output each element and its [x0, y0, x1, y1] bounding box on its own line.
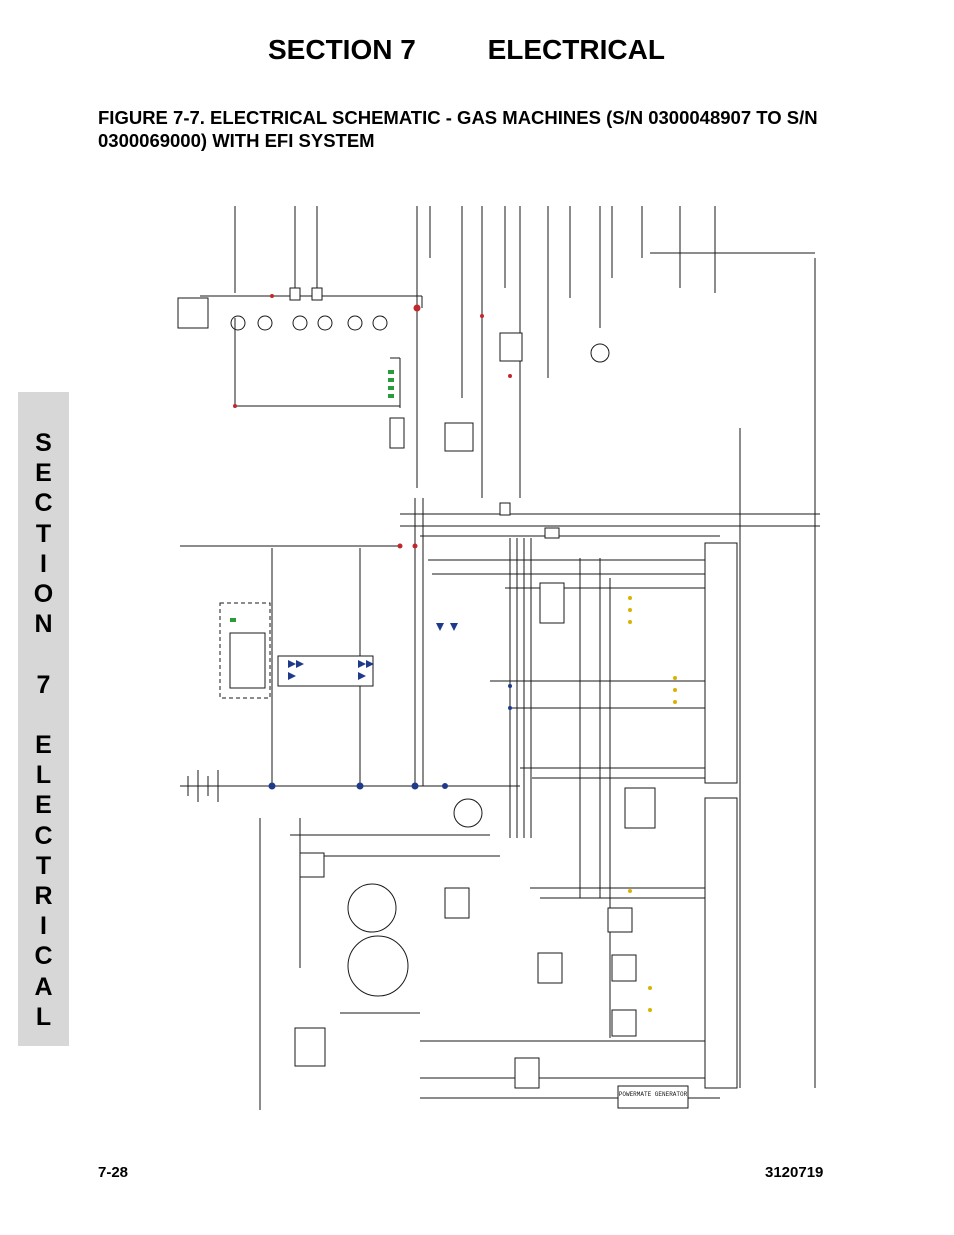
- side-tab-letter: L: [35, 761, 52, 790]
- figure-title: FIGURE 7-7. ELECTRICAL SCHEMATIC - GAS M…: [98, 107, 818, 151]
- side-tab-letter: E: [35, 459, 52, 488]
- document-number: 3120719: [765, 1164, 824, 1181]
- section-title: ELECTRICAL: [487, 34, 665, 65]
- side-tab-letter: N: [34, 610, 53, 639]
- side-tab-letter: E: [35, 731, 52, 759]
- side-tab-letter: T: [35, 851, 52, 880]
- side-tab-letter: C: [34, 489, 53, 518]
- section-number: SECTION 7: [268, 34, 416, 65]
- side-tab-letter: L: [35, 1002, 52, 1031]
- side-tab-letter: O: [33, 580, 54, 609]
- electrical-schematic: POWERMATE GENERATOR: [177, 206, 820, 1110]
- side-tab-letter: 7: [36, 670, 51, 699]
- side-tab-letter: C: [34, 942, 53, 971]
- side-tab-letter: S: [35, 429, 52, 457]
- side-tab-letter: I: [40, 549, 47, 578]
- side-tab-letter: I: [40, 912, 47, 941]
- side-tab-letter: E: [35, 791, 52, 820]
- section-header: SECTION 7 ELECTRICAL: [268, 34, 665, 66]
- generator-label: POWERMATE GENERATOR: [619, 1091, 688, 1098]
- side-tab-letter: R: [34, 882, 53, 911]
- side-tab-letter: C: [34, 821, 53, 850]
- side-tab-letter: A: [34, 972, 53, 1001]
- side-tab-letter: T: [35, 519, 52, 548]
- page-number: 7-28: [98, 1164, 129, 1181]
